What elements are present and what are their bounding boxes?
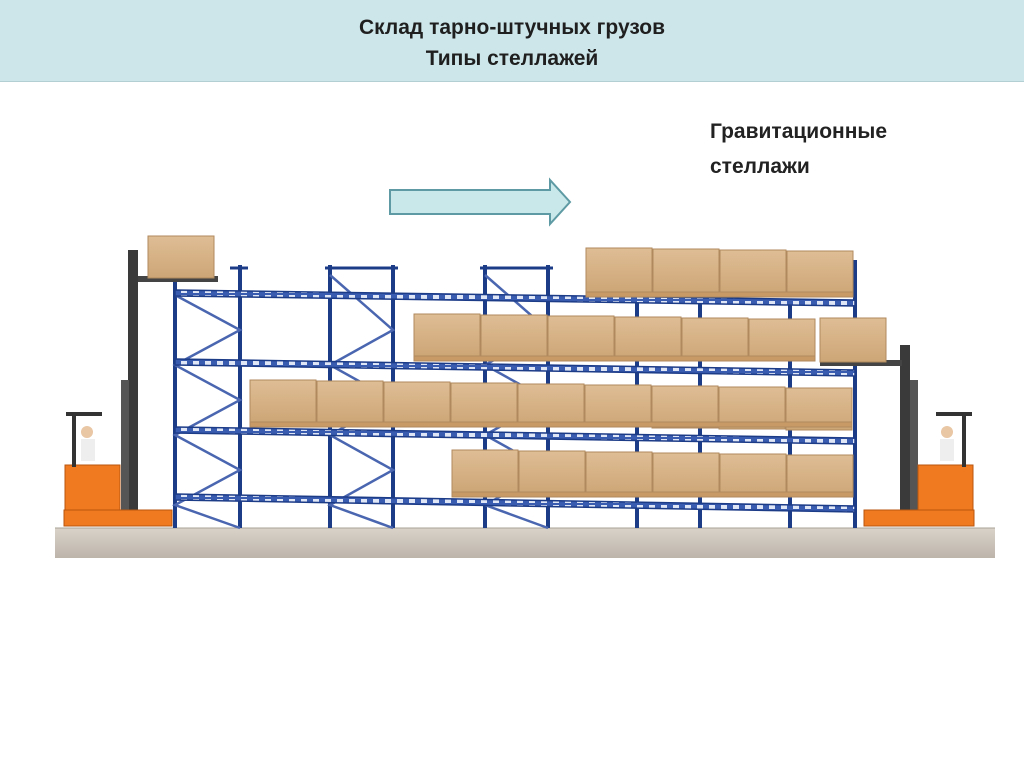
forklift-right <box>819 317 975 527</box>
roller-beam-level-3 <box>174 426 856 445</box>
page-title: Склад тарно-штучных грузов <box>358 16 666 39</box>
pallet-row-level-4 <box>451 449 854 498</box>
page-subtitle: Типы стеллажей <box>425 47 599 70</box>
warehouse-floor <box>55 527 995 558</box>
right-arrow-icon <box>389 177 572 227</box>
diagram-label-line2: стеллажи <box>710 155 810 178</box>
roller-beam-level-2 <box>174 358 856 377</box>
pallet-row-level-1 <box>585 247 854 298</box>
pallet-loads <box>249 247 854 498</box>
pallet-row-level-3 <box>249 379 853 431</box>
diagram-label-line1: Гравитационные <box>710 120 888 143</box>
roller-beams <box>174 289 856 513</box>
forklift-left <box>63 235 218 527</box>
header-bar: Склад тарно-штучных грузов Типы стеллаже… <box>0 0 1024 82</box>
pallet-row-level-2 <box>413 313 816 362</box>
roller-beam-level-4 <box>174 493 856 513</box>
